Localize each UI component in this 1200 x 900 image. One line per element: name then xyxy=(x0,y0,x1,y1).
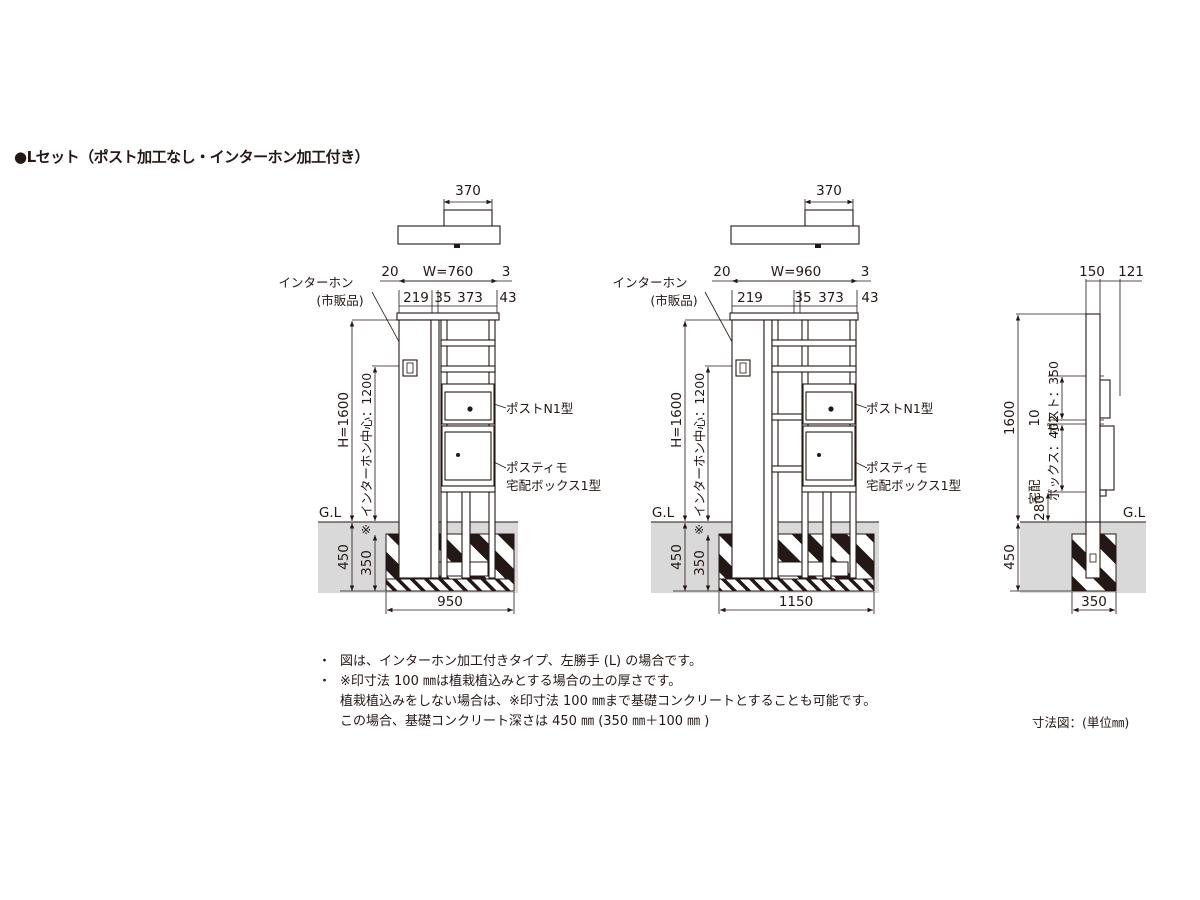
dim-left-offset: 20 xyxy=(713,264,730,280)
post-label: ポストN1型 xyxy=(506,401,573,416)
side-post-dim: ポスト：350 xyxy=(1046,361,1061,435)
gl-label: G.L xyxy=(319,505,342,521)
note-line: ・図は、インターホン加工付きタイプ、左勝手 (L) の場合です。 xyxy=(318,654,702,669)
soil-mark: ※ xyxy=(361,522,371,537)
height-dim: H=1600 xyxy=(669,392,685,448)
note-line: 植栽植込みをしない場合は、※印寸法 100 ㎜まで基礎コンクリートとすることも可… xyxy=(340,694,877,709)
dim-right-offset: 3 xyxy=(861,264,870,280)
depth-foundation-dim: 350 xyxy=(359,550,375,576)
intercom-center-dim: インターホン中心：1200 xyxy=(359,373,374,517)
diagram-title: ●Lセット（ポスト加工なし・インターホン加工付き） xyxy=(14,148,370,166)
dim-43: 43 xyxy=(861,290,878,306)
base-width-dim: 950 xyxy=(437,594,463,610)
side-box-dim: ボックス：402 xyxy=(1046,415,1061,501)
dim-35: 35 xyxy=(794,290,811,306)
notes: ・図は、インターホン加工付きタイプ、左勝手 (L) の場合です。 ・※印寸法 1… xyxy=(318,652,876,732)
side-top-left-dim: 150 xyxy=(1079,264,1105,280)
side-view: 150 121 1600 ポスト：350 10 ボックス：402 宅配 280 … xyxy=(1002,264,1146,614)
elevation-left: 370 20 W=760 3 219 35 373 43 インターホン (市販品… xyxy=(278,183,601,614)
post-label: ポストN1型 xyxy=(866,401,933,416)
note-line: ・※印寸法 100 ㎜は植栽植込みとする場合の土の厚さです。 xyxy=(318,674,682,689)
depth-total-dim: 450 xyxy=(336,544,352,570)
side-depth-dim: 450 xyxy=(1002,544,1018,570)
side-10-dim: 10 xyxy=(1027,409,1043,426)
top-view: 370 xyxy=(397,183,501,248)
dim-right-offset: 3 xyxy=(502,264,511,280)
side-gl-label: G.L xyxy=(1123,505,1146,521)
depth-total-dim: 450 xyxy=(669,544,685,570)
width-dims: 20 W=960 3 219 35 373 43 xyxy=(712,264,879,318)
dim-width: W=760 xyxy=(423,264,473,280)
top-view: 370 xyxy=(730,183,860,248)
dim-width: W=960 xyxy=(771,264,821,280)
depth-foundation-dim: 350 xyxy=(692,550,708,576)
intercom-label: インターホン xyxy=(278,275,353,290)
intercom-center-dim: インターホン中心：1200 xyxy=(692,373,707,517)
delivery-box-label-2: 宅配ボックス1型 xyxy=(866,478,961,493)
dim-373: 373 xyxy=(818,290,844,306)
dim-219: 219 xyxy=(403,290,429,306)
note-line: この場合、基礎コンクリート深さは 450 ㎜ (350 ㎜＋100 ㎜ ) xyxy=(340,714,710,729)
soil-mark: ※ xyxy=(694,522,704,537)
delivery-box-label-2: 宅配ボックス1型 xyxy=(506,478,601,493)
side-top-right-dim: 121 xyxy=(1118,264,1144,280)
dim-373: 373 xyxy=(457,290,483,306)
intercom-sub-label: (市販品) xyxy=(650,293,697,308)
dim-219: 219 xyxy=(737,290,763,306)
delivery-box-label-1: ポスティモ xyxy=(866,460,928,475)
top-width-dim: 370 xyxy=(455,183,481,199)
delivery-box-label-1: ポスティモ xyxy=(506,460,568,475)
unit-label: 寸法図：(単位㎜) xyxy=(1032,715,1130,730)
side-280-dim: 280 xyxy=(1032,495,1048,521)
dim-35: 35 xyxy=(434,290,451,306)
side-height-dim: 1600 xyxy=(1002,401,1018,435)
base-width-dim: 1150 xyxy=(779,594,813,610)
intercom-sub-label: (市販品) xyxy=(316,293,363,308)
intercom-label: インターホン xyxy=(612,275,687,290)
top-width-dim: 370 xyxy=(816,183,842,199)
side-box-word: 宅配 xyxy=(1027,479,1042,505)
dim-left-offset: 20 xyxy=(381,264,398,280)
width-dims: 20 W=760 3 219 35 373 43 xyxy=(380,264,517,318)
dim-43: 43 xyxy=(499,290,516,306)
height-dim: H=1600 xyxy=(336,392,352,448)
gl-label: G.L xyxy=(652,505,675,521)
elevation-right: 370 20 W=960 3 219 35 373 43 インターホン (市販品… xyxy=(612,183,961,614)
side-base-dim: 350 xyxy=(1081,594,1107,610)
